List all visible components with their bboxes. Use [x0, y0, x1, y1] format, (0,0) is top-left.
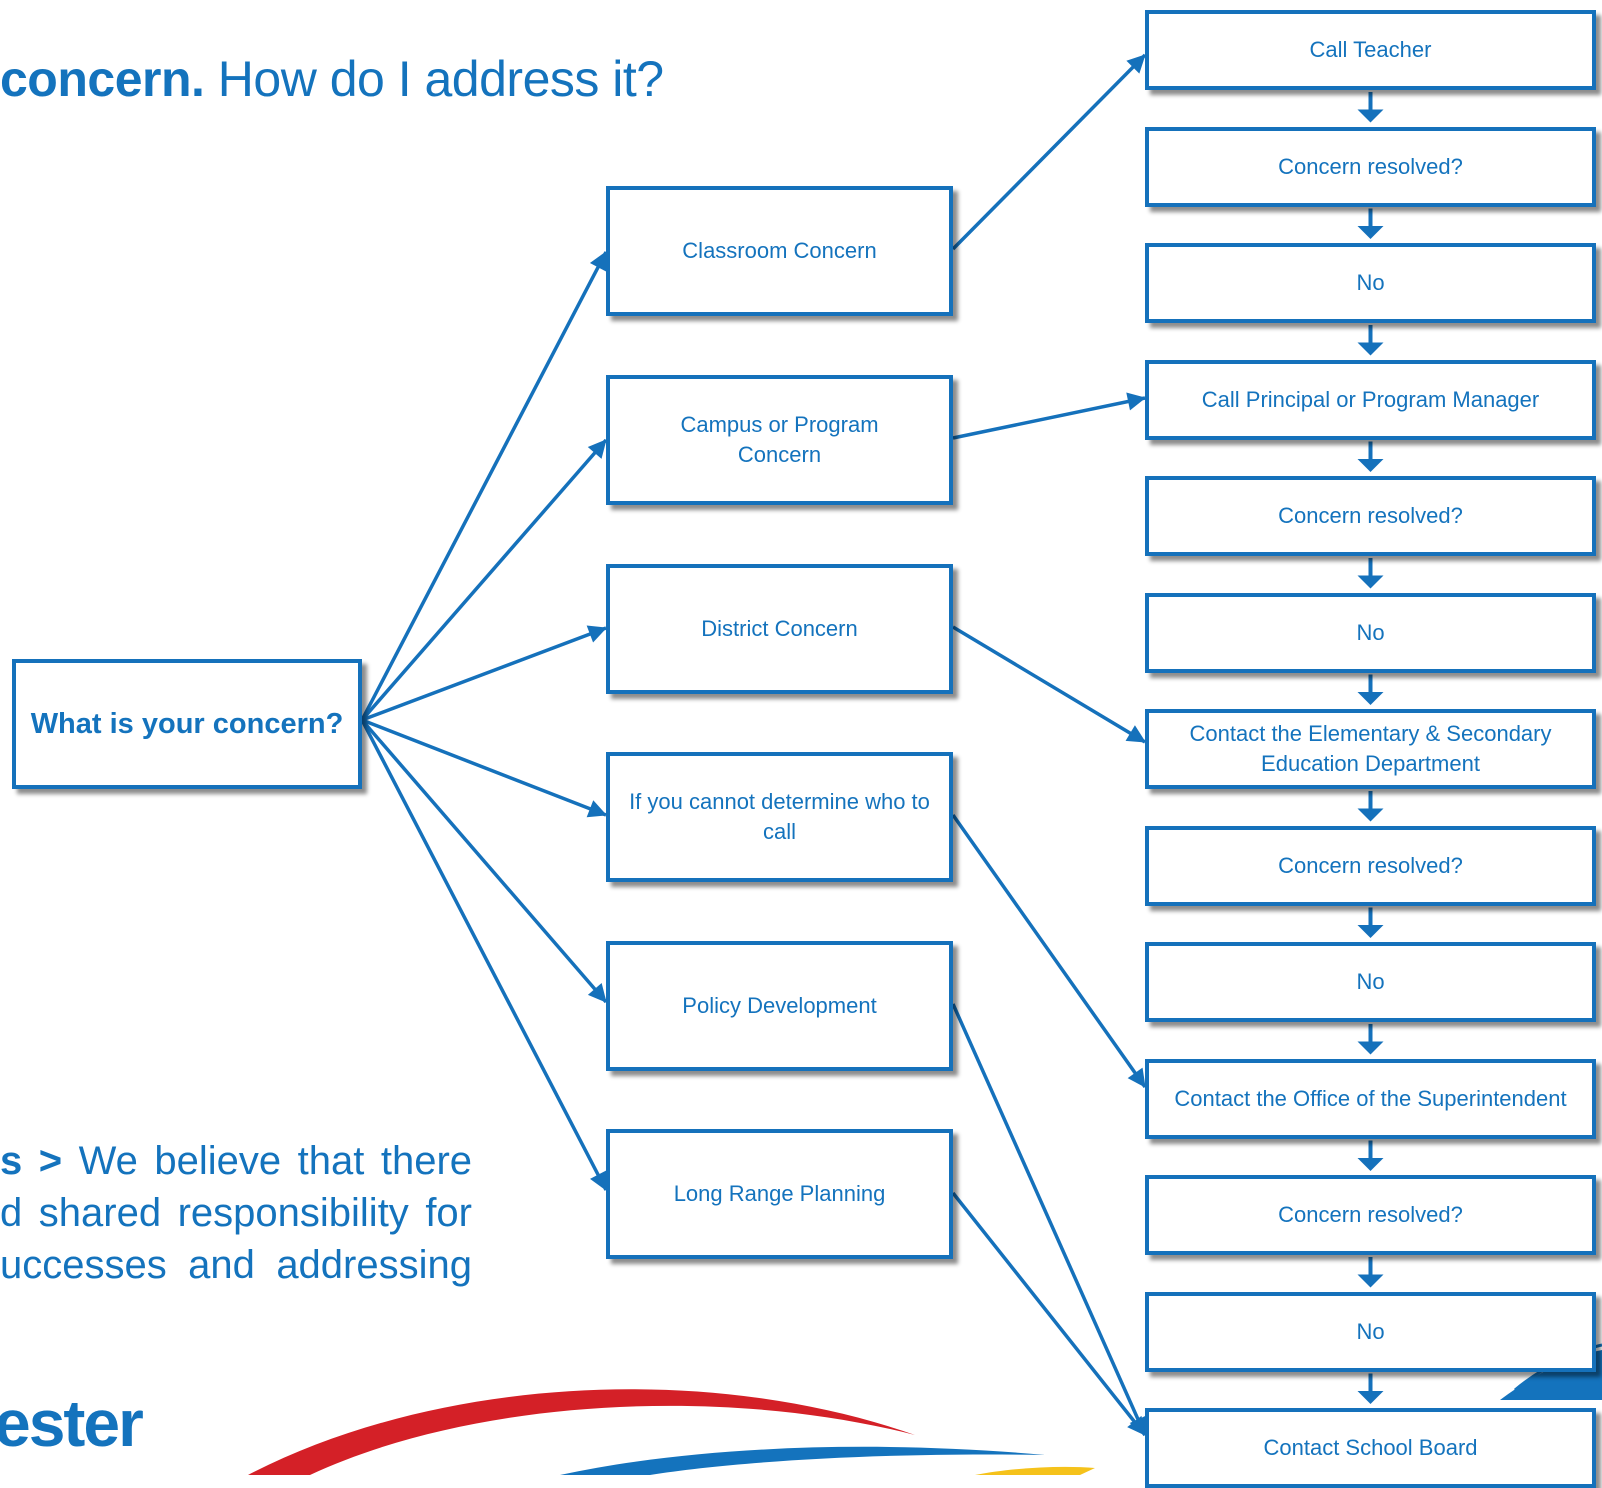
step-label: Contact School Board [1263, 1435, 1478, 1460]
step-box: Concern resolved? [1145, 126, 1596, 207]
category-label: District Concern [701, 616, 858, 641]
down-arrow [1357, 1373, 1384, 1404]
escalation-connectors [951, 53, 1147, 1437]
down-arrow [1357, 208, 1384, 239]
connector-to-district [361, 625, 607, 722]
step-down-arrows [1357, 92, 1384, 1404]
connector-classroom-to-teacher [951, 53, 1147, 251]
category-label: Long Range Planning [673, 1181, 886, 1206]
values-line: uccesses and addressing [0, 1243, 472, 1287]
logo-wordmark: ester [0, 1386, 144, 1460]
category-label: If you cannot determine who to call [629, 789, 930, 844]
step-label: No [1356, 969, 1385, 994]
category-label: Campus or Program Concern [680, 412, 879, 467]
step-label: Contact the Office of the Superintendent [1174, 1085, 1567, 1111]
connector-to-cannot-determine [361, 718, 607, 818]
connector-policy-to-board [951, 1003, 1147, 1436]
category-policy-box: Policy Development [606, 941, 953, 1071]
step-label: Contact the Elementary & Secondary Educa… [1189, 721, 1552, 776]
step-box: Concern resolved? [1145, 825, 1596, 906]
down-arrow [1357, 441, 1384, 472]
category-district-box: District Concern [606, 564, 953, 694]
down-arrow [1357, 1140, 1384, 1171]
step-box: Call Teacher [1145, 10, 1596, 90]
down-arrow [1357, 791, 1384, 822]
down-arrow [1357, 558, 1384, 589]
heading-bold: concern. [0, 51, 205, 107]
connector-district-to-education-dept [952, 625, 1146, 744]
step-box: Concern resolved? [1145, 1175, 1596, 1255]
step-label: Concern resolved? [1278, 1202, 1463, 1227]
step-box: No [1145, 243, 1596, 323]
step-label: No [1356, 619, 1385, 645]
step-label: Call Principal or Program Manager [1201, 386, 1540, 412]
connector-campus-to-principal [952, 392, 1146, 440]
step-label: Concern resolved? [1278, 153, 1463, 179]
step-box: Concern resolved? [1145, 476, 1596, 556]
step-box: No [1145, 942, 1596, 1022]
step-box: Contact the Office of the Superintendent [1145, 1058, 1596, 1139]
step-label: Concern resolved? [1278, 852, 1463, 878]
step-box: Contact School Board [1145, 1408, 1596, 1488]
step-label: No [1356, 270, 1385, 295]
category-connectors [360, 251, 608, 1191]
down-arrow [1357, 1024, 1384, 1055]
step-box: No [1145, 1291, 1596, 1372]
values-lead: s > [0, 1139, 63, 1183]
category-label: Classroom Concern [682, 238, 877, 263]
connector-cannot-determine-to-superintendent [951, 813, 1147, 1089]
category-long-range-box: Long Range Planning [606, 1129, 953, 1259]
step-box: Contact the Elementary & Secondary Educa… [1145, 709, 1596, 789]
connector-to-campus [360, 438, 608, 722]
values-line: s > We believe that there [0, 1139, 473, 1183]
step-label: Call Teacher [1309, 37, 1432, 62]
category-classroom-box: Classroom Concern [606, 186, 953, 316]
step-box: No [1145, 592, 1596, 673]
step-label: Concern resolved? [1278, 503, 1463, 528]
connector-to-policy [360, 718, 608, 1004]
down-arrow [1357, 907, 1384, 938]
category-campus-box: Campus or Program Concern [606, 375, 953, 505]
category-label: Policy Development [682, 993, 877, 1018]
question-box: What is your concern? [12, 659, 362, 789]
down-arrow [1357, 674, 1384, 705]
connector-long-range-to-board [951, 1191, 1147, 1437]
values-statement: s > We believe that there d shared respo… [0, 1135, 472, 1291]
step-box: Call Principal or Program Manager [1145, 359, 1596, 440]
values-line: d shared responsibility for [0, 1191, 472, 1235]
down-arrow [1357, 325, 1384, 356]
down-arrow [1357, 92, 1384, 123]
connector-to-classroom [360, 251, 608, 721]
category-cannot-determine-box: If you cannot determine who to call [606, 752, 953, 882]
question-label: What is your concern? [30, 708, 344, 740]
page-heading: concern. How do I address it? [0, 50, 664, 108]
step-label: No [1356, 1318, 1385, 1344]
down-arrow [1357, 1257, 1384, 1288]
connector-to-long-range [360, 719, 608, 1191]
heading-rest: How do I address it? [204, 51, 664, 107]
